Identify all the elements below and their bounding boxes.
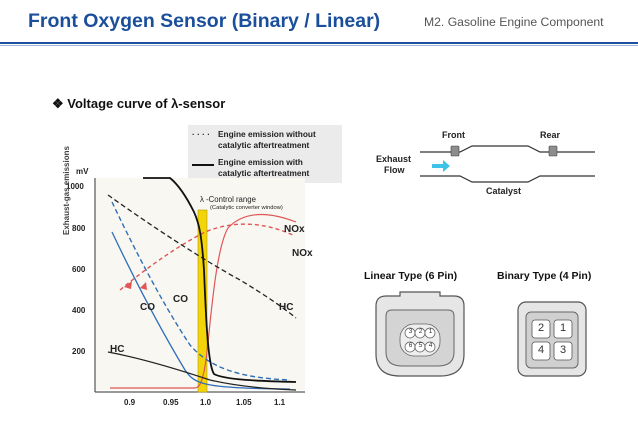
binary-pin-3-label: 3 <box>559 344 567 356</box>
x-tick-0.95: 0.95 <box>163 398 179 407</box>
binary-connector-4pin <box>517 301 587 377</box>
linear-pin-1 <box>424 327 436 339</box>
linear-pin-3-label: 3 <box>408 328 413 335</box>
linear-pin-1-label: 1 <box>428 328 433 335</box>
bullet-icon: ❖ <box>52 96 64 111</box>
nox-arrow-icon-2 <box>140 282 147 290</box>
legend-dotted-line2: catalytic aftertreatment <box>218 140 310 150</box>
header-divider-thin <box>0 45 638 46</box>
binary-pin-1 <box>553 319 573 339</box>
nox-arrow-icon <box>124 281 132 289</box>
linear-connector-6pin <box>375 291 465 377</box>
rear-sensor-icon <box>548 145 558 157</box>
co-untreated-curve <box>111 201 291 381</box>
nox-lower-label: NOx <box>292 248 313 259</box>
pipe-bottom-wall <box>420 175 595 183</box>
exhaust-flow-label-1: Exhaust <box>376 154 412 164</box>
section-heading: ❖ Voltage curve of λ-sensor <box>52 96 225 112</box>
y-tick-1000: 1000 <box>66 182 84 191</box>
hc-left-label: HC <box>110 344 125 355</box>
binary-pin-1-label: 1 <box>559 322 567 334</box>
chart-y-unit: mV <box>76 167 89 176</box>
hc-untreated-curve <box>107 194 297 319</box>
legend-dotted-marker: · · · · <box>192 129 210 139</box>
hc-right-label: HC <box>279 302 294 313</box>
linear-pin-4 <box>424 341 436 353</box>
pipe-top-wall <box>420 145 595 153</box>
linear-pin-4-label: 4 <box>428 342 433 349</box>
y-tick-200: 200 <box>72 347 86 356</box>
y-tick-400: 400 <box>72 306 86 315</box>
x-tick-0.9: 0.9 <box>124 398 136 407</box>
binary-pin-2-label: 2 <box>537 322 545 334</box>
linear-pin-5-label: 5 <box>418 342 423 349</box>
nox-upper-label: NOx <box>284 224 305 235</box>
exhaust-flow-label-2: Flow <box>384 165 405 175</box>
x-tick-1.05: 1.05 <box>236 398 252 407</box>
page-subtitle: M2. Gasoline Engine Component <box>424 15 604 29</box>
binary-pin-3 <box>553 341 573 361</box>
control-range-sublabel: (Catalytic converter window) <box>210 205 283 211</box>
hc-treated-curve <box>107 351 297 391</box>
legend-solid-line1: Engine emission with <box>218 157 303 167</box>
y-tick-600: 600 <box>72 265 86 274</box>
binary-pin-4 <box>531 341 551 361</box>
exhaust-pipe-diagram <box>420 145 595 183</box>
y-tick-800: 800 <box>72 224 86 233</box>
section-heading-text: Voltage curve of λ-sensor <box>67 96 226 111</box>
front-sensor-label: Front <box>442 130 465 140</box>
catalyst-label: Catalyst <box>486 186 522 196</box>
legend-solid-line2: catalytic aftertreatment <box>218 168 310 178</box>
exhaust-flow-arrow-icon <box>432 160 450 172</box>
co-right-label: CO <box>173 294 188 305</box>
linear-pin-6-label: 6 <box>408 342 413 349</box>
nox-untreated-curve <box>119 223 296 291</box>
binary-pin-4-label: 4 <box>537 344 545 356</box>
control-range-label: λ -Control range <box>200 195 256 204</box>
co-treated-curve <box>111 231 291 390</box>
binary-type-label: Binary Type (4 Pin) <box>497 270 592 282</box>
chart-legend: · · · · Engine emission without catalyti… <box>188 125 342 183</box>
legend-solid-marker <box>192 164 214 166</box>
linear-type-label: Linear Type (6 Pin) <box>364 270 458 282</box>
control-window-band <box>197 209 208 393</box>
header-divider <box>0 42 638 44</box>
co-left-label: CO <box>140 302 155 313</box>
x-tick-1.0: 1.0 <box>200 398 212 407</box>
chart-y-axis-label: Exhaust-gas emissions <box>62 146 71 235</box>
linear-pin-2-label: 2 <box>418 328 423 335</box>
rear-sensor-label: Rear <box>540 130 561 140</box>
front-sensor-icon <box>450 145 460 157</box>
page-title: Front Oxygen Sensor (Binary / Linear) <box>28 10 381 32</box>
binary-pin-2 <box>531 319 551 339</box>
sensor-voltage-curve <box>143 177 297 383</box>
x-tick-1.1: 1.1 <box>274 398 286 407</box>
nox-treated-curve <box>110 213 297 389</box>
legend-dotted-line1: Engine emission without <box>218 129 316 139</box>
